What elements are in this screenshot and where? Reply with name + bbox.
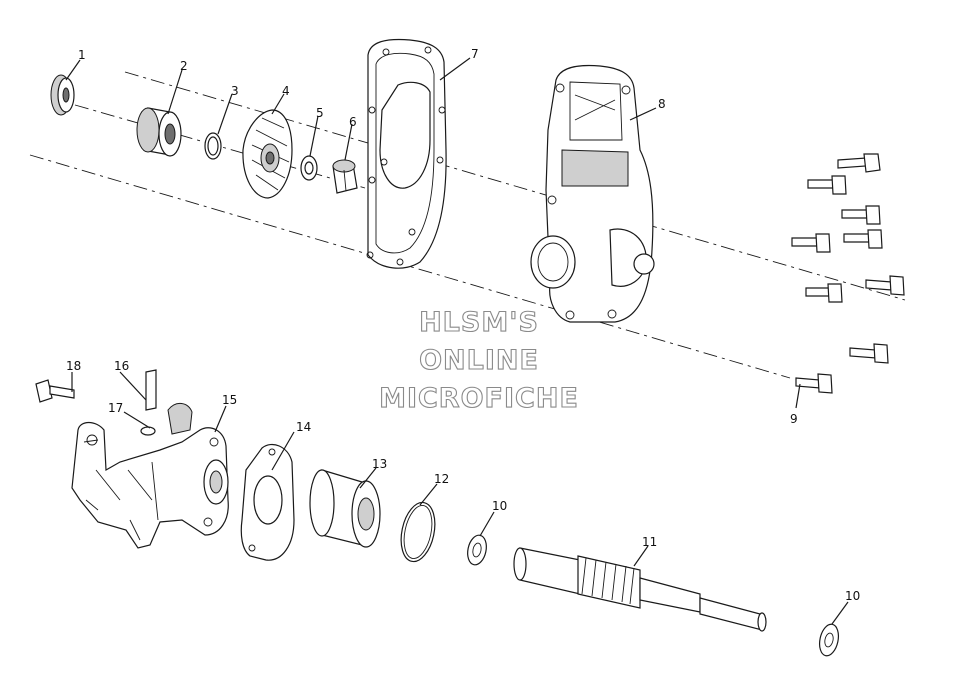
callout-10a: 10: [492, 499, 507, 513]
callout-15: 15: [222, 393, 237, 407]
bolt[interactable]: [791, 233, 831, 253]
shaft-center-line: [74, 104, 366, 189]
impeller-part[interactable]: [242, 109, 293, 199]
callout-14: 14: [296, 420, 311, 434]
bolt[interactable]: [795, 373, 833, 394]
bolt[interactable]: [805, 283, 843, 303]
o-ring-part[interactable]: [396, 499, 440, 564]
bolt[interactable]: [837, 153, 881, 173]
callout-10b: 10: [845, 589, 860, 603]
pin-part[interactable]: [145, 369, 157, 411]
callout-13: 13: [372, 457, 387, 471]
bearing-part[interactable]: [136, 107, 182, 157]
gasket-part[interactable]: [366, 38, 447, 269]
callout-labels: 1 2 3 4 5 6 7 8 9 10 10 11 12 13 14 15 1…: [66, 47, 860, 603]
o-ring-small-part[interactable]: [140, 426, 156, 436]
callout-6: 6: [349, 115, 357, 129]
bolt[interactable]: [849, 343, 889, 364]
callout-11: 11: [642, 535, 657, 549]
bolt[interactable]: [807, 175, 847, 195]
bolt[interactable]: [843, 229, 883, 249]
ring-part[interactable]: [204, 132, 222, 160]
washer-part[interactable]: [300, 155, 318, 181]
bolt[interactable]: [841, 205, 881, 225]
callout-2: 2: [180, 59, 188, 73]
rotor-part[interactable]: [309, 469, 381, 548]
callout-5: 5: [316, 106, 324, 120]
watermark: HLSM'S ONLINE MICROFICHE: [379, 306, 579, 414]
watermark-line-3: MICROFICHE: [379, 383, 579, 414]
bolt[interactable]: [865, 275, 905, 296]
callout-9: 9: [790, 412, 798, 426]
callout-17: 17: [108, 401, 123, 415]
nut-part[interactable]: [332, 159, 358, 194]
washer-end-part[interactable]: [817, 622, 841, 657]
leader-lines: [65, 57, 849, 625]
lower-center-line: [29, 154, 791, 379]
callout-7: 7: [471, 47, 479, 61]
gasket-lower-part[interactable]: [240, 443, 295, 561]
washer-lower-part[interactable]: [465, 533, 489, 566]
callout-1: 1: [78, 48, 86, 62]
cover-part[interactable]: [530, 64, 655, 323]
upper-center-line: [124, 71, 906, 301]
seal-part[interactable]: [50, 74, 75, 116]
shaft-part[interactable]: [513, 547, 767, 632]
watermark-line-1: HLSM'S: [419, 307, 539, 338]
bolt-set[interactable]: [791, 153, 905, 394]
callout-12: 12: [434, 472, 449, 486]
callout-8: 8: [658, 97, 666, 111]
bolt-small-part[interactable]: [35, 379, 75, 403]
callout-4: 4: [282, 84, 290, 98]
callout-3: 3: [231, 84, 239, 98]
pump-body-part[interactable]: [71, 403, 229, 549]
watermark-line-2: ONLINE: [419, 345, 539, 376]
callout-18: 18: [66, 359, 81, 373]
callout-16: 16: [114, 359, 129, 373]
assembly-center-lines: [29, 71, 906, 379]
